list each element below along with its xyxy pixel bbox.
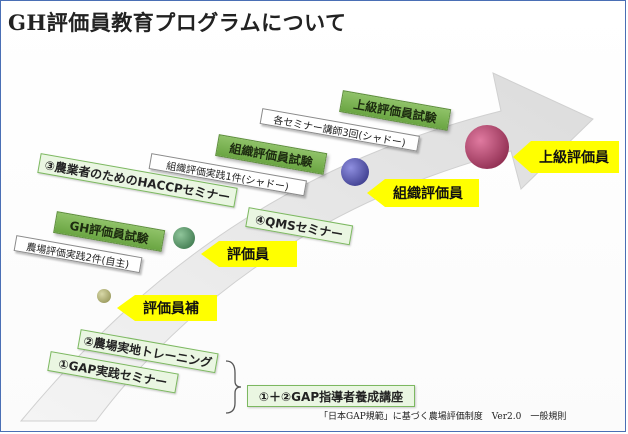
tier-dot-soshiki — [341, 158, 369, 186]
tier-tag-hojo: 評価員補 — [117, 295, 217, 321]
page-title: GH評価員教育プログラムについて — [8, 10, 347, 35]
footer-note: 「日本GAP規範」に基づく農場評価制度 Ver2.0 一般規則 — [319, 412, 567, 422]
tier-tag-soshiki: 組織評価員 — [367, 179, 479, 207]
course-gap-instructor: ①＋②GAP指導者養成講座 — [247, 385, 415, 407]
tier-tag-jokyu: 上級評価員 — [513, 141, 619, 173]
tier-dot-hojo — [97, 289, 111, 303]
tier-dot-jokyu — [465, 125, 509, 169]
tier-dot-hyokain — [173, 227, 195, 249]
tier-tag-hyokain: 評価員 — [201, 241, 297, 267]
bracket-icon — [225, 360, 242, 414]
